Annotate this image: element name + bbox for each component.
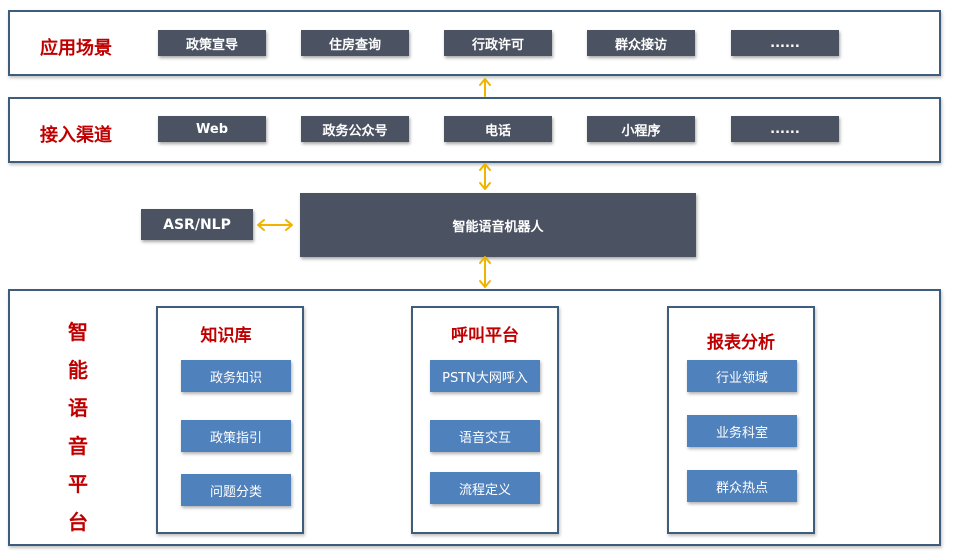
report-item-industry[interactable]: 行业领域 — [687, 360, 797, 392]
platform-title-char: 语 — [68, 396, 88, 420]
platform-title-char: 智 — [68, 320, 88, 344]
application-layer-title: 应用场景 — [40, 38, 112, 59]
asr-nlp-box[interactable]: ASR/NLP — [141, 209, 253, 240]
call-platform-title: 呼叫平台 — [451, 326, 519, 346]
app-item-policy-promotion[interactable]: 政策宣导 — [158, 30, 266, 56]
arrow-robot-platform — [479, 256, 491, 288]
platform-title-char: 平 — [68, 472, 88, 496]
kb-item-policy-guide[interactable]: 政策指引 — [181, 420, 291, 452]
call-item-voice-interaction[interactable]: 语音交互 — [430, 420, 540, 452]
kb-item-question-category[interactable]: 问题分类 — [181, 474, 291, 506]
report-analysis-title: 报表分析 — [707, 333, 775, 353]
channel-item-gov-account[interactable]: 政务公众号 — [301, 116, 409, 142]
platform-title-char: 台 — [68, 510, 88, 534]
arrow-asr-robot — [257, 219, 293, 231]
report-item-hot-topics[interactable]: 群众热点 — [687, 470, 797, 502]
report-item-department[interactable]: 业务科室 — [687, 415, 797, 447]
channel-item-mini-program[interactable]: 小程序 — [587, 116, 695, 142]
arrow-robot-channel — [479, 163, 491, 190]
platform-title-char: 能 — [68, 358, 88, 382]
channel-item-web[interactable]: Web — [158, 116, 266, 142]
app-item-public-visit[interactable]: 群众接访 — [587, 30, 695, 56]
platform-title: 智 能 语 音 平 台 — [66, 313, 90, 541]
channel-item-phone[interactable]: 电话 — [444, 116, 552, 142]
app-item-admin-permit[interactable]: 行政许可 — [444, 30, 552, 56]
arrow-channel-to-app — [479, 78, 491, 97]
channel-layer-title: 接入渠道 — [40, 125, 112, 146]
knowledge-base-title: 知识库 — [200, 326, 252, 346]
platform-title-char: 音 — [68, 434, 88, 458]
app-item-housing-query[interactable]: 住房查询 — [301, 30, 409, 56]
kb-item-gov-knowledge[interactable]: 政务知识 — [181, 360, 291, 392]
channel-item-more[interactable]: ...... — [731, 116, 839, 142]
call-item-process-definition[interactable]: 流程定义 — [430, 472, 540, 504]
app-item-more[interactable]: ...... — [731, 30, 839, 56]
call-item-pstn[interactable]: PSTN大网呼入 — [430, 360, 540, 392]
voice-robot-box[interactable]: 智能语音机器人 — [300, 193, 696, 257]
